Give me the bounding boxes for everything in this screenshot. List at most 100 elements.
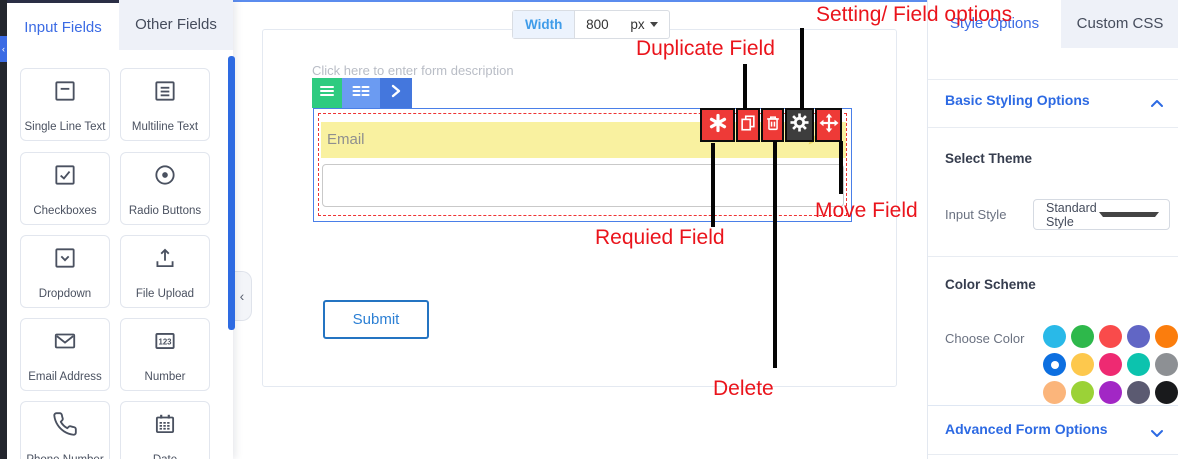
single-line-text-icon	[52, 78, 78, 109]
field-card-label: Email Address	[28, 371, 102, 383]
annotation-delete-label: Delete	[713, 377, 774, 400]
submit-button[interactable]: Submit	[323, 300, 429, 339]
envelope-icon	[52, 328, 78, 359]
chevron-up-icon[interactable]	[1150, 95, 1164, 113]
color-swatch[interactable]	[1099, 381, 1122, 404]
duplicate-field-button[interactable]	[736, 108, 760, 142]
divider	[928, 454, 1178, 455]
style-panel: Style Options Custom CSS Basic Styling O…	[927, 0, 1178, 459]
color-swatch[interactable]	[1127, 353, 1150, 376]
dropdown-icon	[52, 245, 78, 276]
color-swatch[interactable]	[1099, 353, 1122, 376]
color-swatch[interactable]	[1127, 325, 1150, 348]
field-action-toolbar	[700, 108, 842, 142]
input-style-label: Input Style	[945, 207, 1007, 222]
field-card-label: Date	[121, 454, 209, 459]
field-card-file-upload[interactable]: File Upload	[120, 235, 210, 308]
width-unit-dropdown[interactable]: px	[619, 11, 668, 38]
field-card-multiline-text[interactable]: Multiline Text	[120, 68, 210, 141]
multiline-text-icon	[152, 78, 178, 109]
field-card-email-address[interactable]: Email Address	[20, 318, 110, 391]
color-swatch[interactable]	[1071, 353, 1094, 376]
field-card-single-line-text[interactable]: Single Line Text	[20, 68, 110, 141]
divider	[928, 256, 1178, 257]
color-swatch[interactable]	[1043, 353, 1066, 376]
annotation-line-required	[711, 143, 715, 227]
sidebar-collapse-handle[interactable]: ‹	[233, 271, 252, 321]
annotation-line-duplicate	[743, 64, 747, 110]
chevron-down-icon[interactable]	[1150, 425, 1164, 443]
color-swatch[interactable]	[1127, 381, 1150, 404]
divider	[928, 405, 1178, 406]
field-card-label: Single Line Text	[24, 121, 106, 133]
field-card-number[interactable]: 123 Number	[120, 318, 210, 391]
svg-text:123: 123	[158, 337, 172, 346]
width-value-input[interactable]: 800	[586, 17, 609, 32]
color-swatch[interactable]	[1071, 381, 1094, 404]
expand-layout-button[interactable]	[380, 78, 412, 108]
gear-icon	[789, 112, 810, 138]
move-arrows-icon	[819, 113, 839, 138]
tab-other-fields[interactable]: Other Fields	[119, 0, 233, 50]
advanced-form-options-header[interactable]: Advanced Form Options	[945, 421, 1108, 437]
field-card-label: Checkboxes	[33, 205, 97, 217]
annotation-settings-label: Setting/ Field options	[816, 3, 1013, 26]
color-swatch[interactable]	[1099, 325, 1122, 348]
divider	[928, 79, 1178, 80]
annotation-move-label: Move Field	[815, 199, 918, 222]
basic-styling-options-header[interactable]: Basic Styling Options	[945, 92, 1090, 108]
form-description-placeholder[interactable]: Click here to enter form description	[312, 63, 514, 78]
field-card-phone-number[interactable]: Phone Number	[20, 401, 110, 459]
checkbox-icon	[52, 162, 78, 193]
field-card-radio-buttons[interactable]: Radio Buttons	[120, 152, 210, 225]
color-swatch-grid	[1043, 325, 1178, 404]
two-column-layout-button[interactable]	[342, 78, 380, 108]
annotation-line-move	[839, 141, 843, 194]
sidebar-scrollbar[interactable]	[228, 56, 235, 330]
move-field-button[interactable]	[815, 108, 842, 142]
left-panel-collapse-toggle[interactable]: ‹	[0, 36, 7, 62]
field-card-label: Radio Buttons	[128, 205, 202, 217]
width-unit-value: px	[630, 17, 645, 32]
annotation-line-settings	[800, 28, 804, 110]
tab-input-fields[interactable]: Input Fields	[7, 0, 119, 50]
color-swatch[interactable]	[1155, 353, 1178, 376]
required-field-button[interactable]	[700, 108, 735, 142]
caret-down-icon	[1098, 212, 1159, 217]
tab-style-options[interactable]: Style Options	[928, 0, 1061, 48]
email-input-preview[interactable]	[322, 164, 844, 207]
copy-icon	[739, 113, 757, 138]
left-edge-strip	[0, 0, 7, 459]
top-accent-bar	[0, 0, 1178, 2]
input-style-value: Standard Style	[1046, 200, 1097, 229]
field-label: Email	[327, 131, 365, 148]
tab-custom-css[interactable]: Custom CSS	[1061, 0, 1178, 48]
color-swatch[interactable]	[1043, 381, 1066, 404]
form-width-control: Width 800 px	[512, 10, 670, 39]
color-scheme-title: Color Scheme	[945, 277, 1036, 292]
field-card-dropdown[interactable]: Dropdown	[20, 235, 110, 308]
field-settings-button[interactable]	[785, 108, 814, 142]
caret-down-icon	[649, 22, 658, 27]
color-swatch[interactable]	[1071, 325, 1094, 348]
trash-icon	[764, 113, 782, 138]
color-swatch[interactable]	[1043, 325, 1066, 348]
choose-color-label: Choose Color	[945, 331, 1025, 346]
field-card-checkboxes[interactable]: Checkboxes	[20, 152, 110, 225]
calendar-icon	[152, 411, 178, 442]
input-style-select[interactable]: Standard Style	[1033, 199, 1170, 230]
color-swatch[interactable]	[1155, 381, 1178, 404]
chevron-right-icon	[386, 81, 406, 106]
annotation-required-label: Requied Field	[595, 226, 725, 249]
field-card-label: Number	[144, 371, 186, 383]
divider	[928, 127, 1178, 128]
field-card-label: Phone Number	[21, 454, 109, 459]
field-card-date[interactable]: Date	[120, 401, 210, 459]
annotation-line-delete	[773, 141, 777, 368]
number-icon: 123	[152, 328, 178, 359]
delete-field-button[interactable]	[761, 108, 784, 142]
field-card-label: Dropdown	[38, 288, 92, 300]
single-column-layout-button[interactable]	[312, 78, 342, 108]
color-swatch[interactable]	[1155, 325, 1178, 348]
